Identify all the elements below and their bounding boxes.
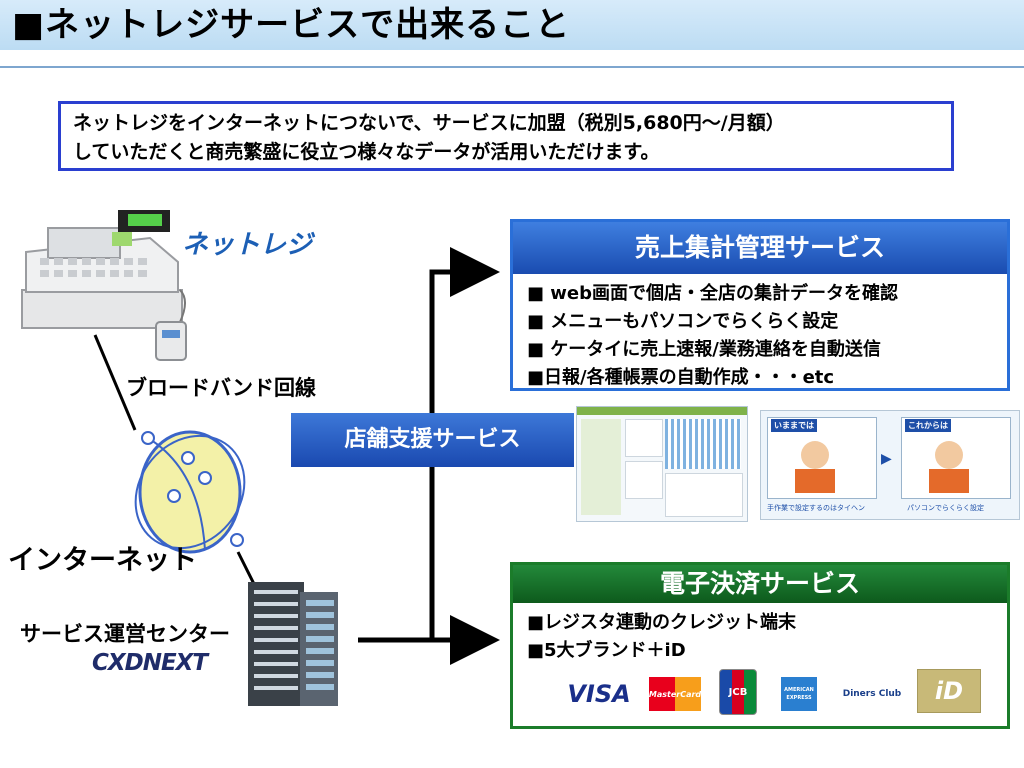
- intro-box: ネットレジをインターネットにつないで、サービスに加盟（税別5,680円～/月額）…: [58, 101, 954, 171]
- before-label: いままでは: [771, 419, 817, 432]
- intro-line-1: ネットレジをインターネットにつないで、サービスに加盟（税別5,680円～/月額）: [73, 112, 785, 134]
- internet-label: インターネット: [8, 545, 197, 576]
- web-screen-thumbnail: [576, 406, 748, 522]
- after-label: これからは: [905, 419, 951, 432]
- amex-logo: AMERICAN EXPRESS: [781, 677, 817, 711]
- service-center-building-icon: [248, 582, 338, 706]
- id-logo: iD: [917, 669, 981, 713]
- store-support-banner: 店舗支援サービス: [291, 413, 574, 467]
- diners-club-logo: Diners Club: [842, 689, 902, 699]
- before-after-illustration: いままでは これからは ▶ 手作業で設定するのはタイヘン パソコンでらくらく設定: [760, 410, 1020, 520]
- cash-register-icon: [21, 210, 187, 361]
- epayment-service-title: 電子決済サービス: [513, 565, 1007, 603]
- after-caption: パソコンでらくらく設定: [907, 504, 984, 512]
- broadband-label: ブロードバンド回線: [126, 376, 317, 400]
- internet-globe-icon: [134, 430, 246, 554]
- before-caption: 手作業で設定するのはタイヘン: [767, 504, 865, 512]
- broadband-line: [93, 334, 137, 431]
- sales-item: ■ web画面で個店・全店の集計データを確認: [527, 283, 898, 304]
- epay-item: ■レジスタ連動のクレジット端末: [527, 612, 797, 633]
- visa-logo: VISA: [567, 680, 631, 708]
- cxdnext-logo: CXDNEXT: [92, 650, 208, 676]
- sales-service-title: 売上集計管理サービス: [513, 222, 1007, 274]
- page-title: ■ネットレジサービスで出来ること: [12, 5, 571, 45]
- apron-icon: [795, 469, 835, 493]
- title-bar: [0, 0, 1024, 50]
- epayment-service-list: ■レジスタ連動のクレジット端末 ■5大ブランド＋iD: [527, 609, 796, 665]
- netregi-logo: ネットレジ: [182, 230, 313, 260]
- person-icon: [801, 441, 829, 469]
- sales-service-panel: 売上集計管理サービス ■ web画面で個店・全店の集計データを確認 ■ メニュー…: [510, 219, 1010, 391]
- epay-item: ■5大ブランド＋iD: [527, 640, 686, 661]
- apron-icon: [929, 469, 969, 493]
- sales-service-list: ■ web画面で個店・全店の集計データを確認 ■ メニューもパソコンでらくらく設…: [527, 280, 898, 392]
- mastercard-logo: MasterCard: [649, 677, 701, 711]
- sales-item: ■ メニューもパソコンでらくらく設定: [527, 311, 839, 332]
- arrow-right-icon: ▶: [881, 451, 892, 467]
- person-icon: [935, 441, 963, 469]
- title-divider: [0, 66, 1024, 68]
- epayment-service-panel: 電子決済サービス ■レジスタ連動のクレジット端末 ■5大ブランド＋iD VISA…: [510, 562, 1010, 729]
- sales-item: ■日報/各種帳票の自動作成・・・etc: [527, 367, 835, 388]
- sales-item: ■ ケータイに売上速報/業務連絡を自動送信: [527, 339, 881, 360]
- jcb-logo: JCB: [719, 669, 757, 715]
- intro-line-2: していただくと商売繁盛に役立つ様々なデータが活用いただけます。: [73, 141, 660, 163]
- service-center-label: サービス運営センター: [20, 622, 230, 646]
